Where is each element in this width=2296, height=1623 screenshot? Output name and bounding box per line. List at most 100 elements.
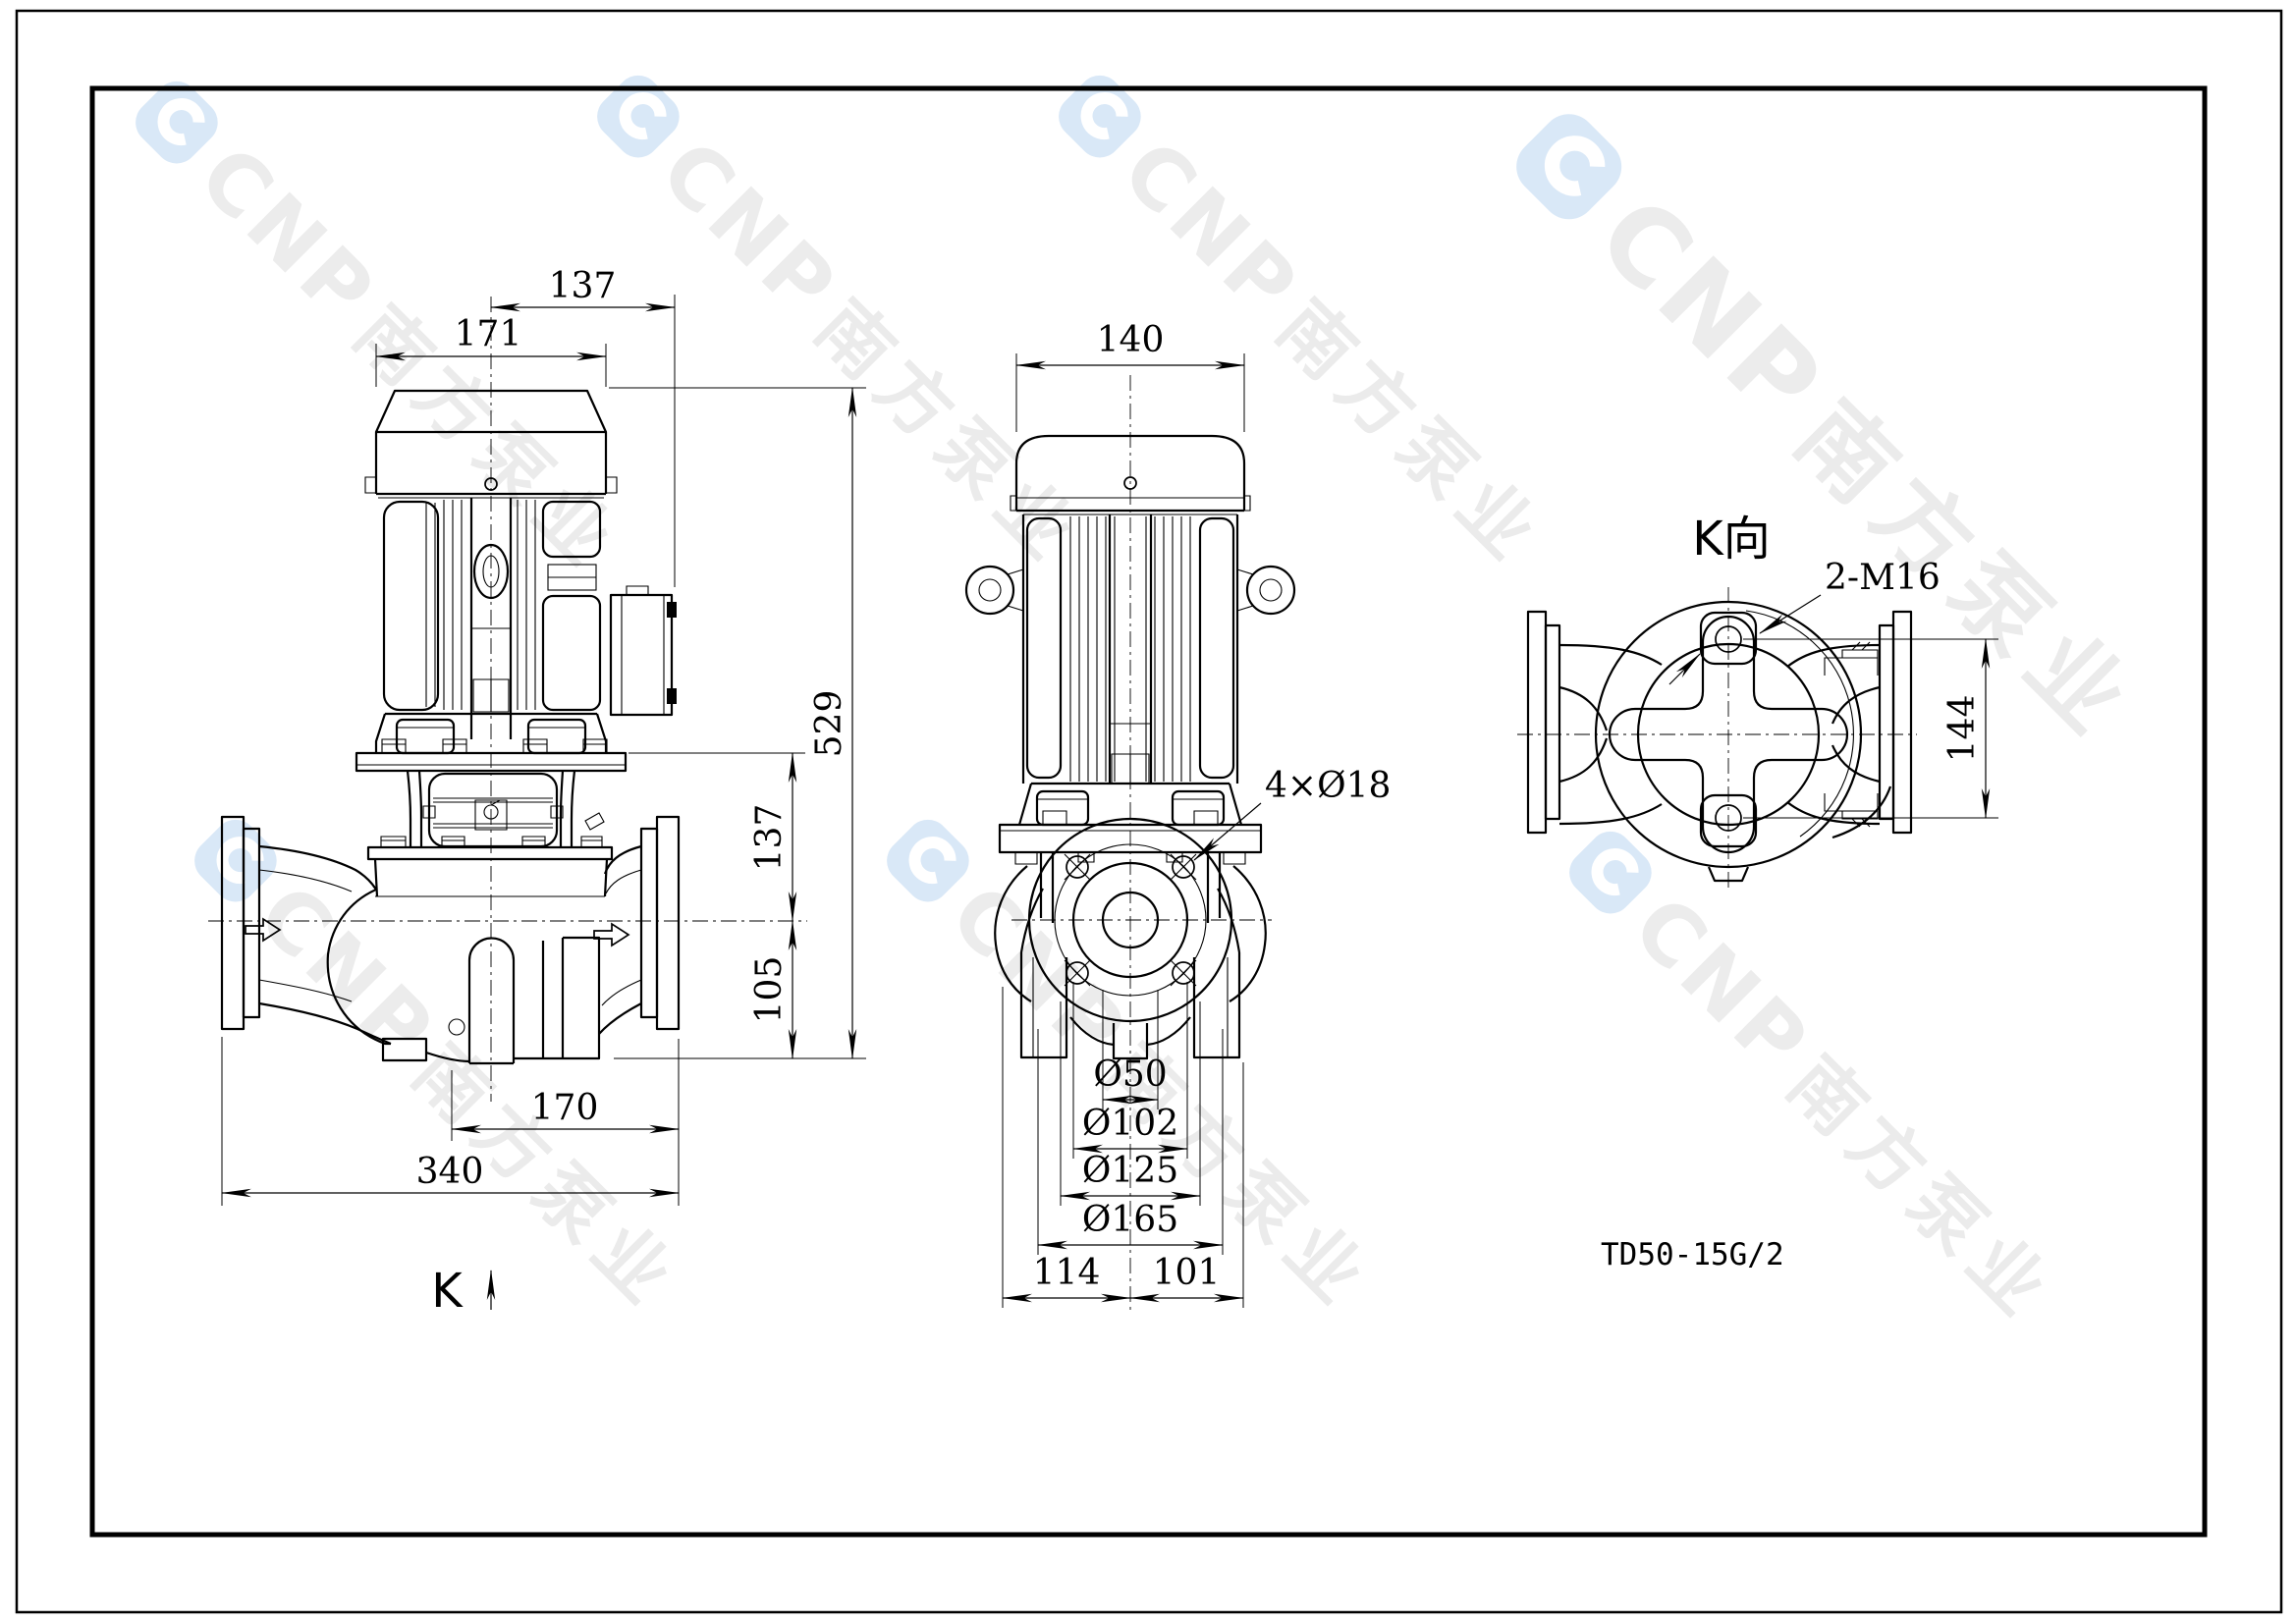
support-ribs: [467, 936, 601, 1065]
outer-border: [15, 9, 2283, 1614]
drain-plug: [448, 1018, 465, 1036]
label-tapped-holes: 2-M16: [1825, 558, 1941, 598]
m16-leader: [1668, 653, 1701, 685]
bolt-circle: [1054, 843, 1207, 997]
raised-face-circle: [1071, 861, 1189, 979]
k-view-title: K向: [1692, 512, 1770, 567]
tapped-boss: [1699, 793, 1758, 848]
lantern-legs: [1039, 852, 1222, 923]
flow-arrow-out-icon: [593, 922, 630, 947]
bolt-holes-leader: [1193, 802, 1262, 861]
svg-text:CNP: CNP: [1574, 175, 1849, 450]
flow-arrow-in-icon: [245, 917, 282, 943]
cover-screw: [1123, 476, 1137, 490]
cnp-logo-icon: [136, 81, 218, 164]
svg-text:CNP: CNP: [1104, 122, 1319, 337]
side-view: 137 171 529 137 105 170 340 K: [208, 266, 866, 1319]
dim-flange-to-centerline: 137: [749, 804, 790, 872]
bore-circle: [1101, 891, 1160, 949]
casing-inner-circle: [1636, 642, 1821, 827]
svg-text:南方泵业: 南方泵业: [1261, 285, 1559, 583]
dim-centerline-to-base: 105: [749, 956, 790, 1024]
cnp-logo-icon: [597, 75, 680, 158]
cover-screw: [484, 477, 498, 491]
suction-pipe: [1558, 643, 1663, 826]
lifting-eye: [1245, 565, 1296, 616]
casing-lugs: [1824, 641, 1879, 828]
extension-lines: [221, 295, 866, 1206]
motor-end-panel: [382, 500, 440, 712]
bolt-hole: [1172, 855, 1195, 879]
k-direction-label: K: [431, 1264, 464, 1319]
motor-bracket: [374, 713, 608, 753]
cross-ribs: [1608, 615, 1849, 854]
lifting-eye: [964, 565, 1015, 616]
svg-text:南方泵业: 南方泵业: [799, 285, 1098, 583]
lifting-eye: [472, 543, 510, 600]
dim-motor-width: 171: [455, 314, 522, 354]
cnp-logo-icon: [1059, 75, 1141, 158]
watermark: CNP 南方泵业: [1516, 114, 2158, 764]
dim-total-height: 529: [809, 690, 849, 758]
suction-pipe: [258, 844, 392, 1046]
centerlines: [1517, 587, 1917, 889]
motor-fins: [1069, 516, 1191, 782]
lantern-legs: [406, 770, 576, 847]
label-bolt-holes: 4×Ø18: [1265, 766, 1391, 806]
dim-hole-spacing: 144: [1942, 695, 1983, 763]
bolt-hole: [1066, 855, 1089, 879]
svg-text:南方泵业: 南方泵业: [1772, 1041, 2070, 1339]
flange-od-circle: [1027, 817, 1233, 1023]
dim-fan-cover-width: 140: [1097, 320, 1165, 360]
seal-housing: [427, 772, 559, 848]
extension-lines: [1743, 638, 1998, 819]
casing-outer-circle: [1594, 600, 1863, 869]
m16-leader: [1758, 594, 1822, 634]
discharge-flange: [655, 815, 681, 1031]
terminal-box-hinge: [667, 688, 677, 704]
cnp-logo-icon: [1569, 831, 1652, 914]
extension-lines: [1002, 353, 1245, 1308]
dim-bore: Ø50: [1093, 1055, 1167, 1095]
suction-flange: [1526, 610, 1548, 835]
fan-cover: [1014, 434, 1246, 513]
dim-flange-od: Ø165: [1082, 1200, 1178, 1240]
discharge-pipe: [598, 844, 642, 1035]
volute-top-flange: [366, 845, 614, 861]
terminal-box: [609, 593, 674, 717]
cnp-logo-icon: [1516, 114, 1622, 220]
tapped-boss: [1699, 611, 1758, 666]
front-view: 140 Ø50 Ø102 Ø125 Ø165 114 101 4×Ø18: [964, 320, 1391, 1311]
hole-center-marks: [1064, 853, 1197, 987]
watermark-layer: CNP 南方泵业 CNP 南方泵业 CNP 南方泵业 CNP 南方泵业 CNP …: [136, 75, 2158, 1339]
svg-text:CNP: CNP: [240, 866, 455, 1081]
shaft-column: [385, 498, 597, 716]
dim-base-right: 101: [1153, 1253, 1221, 1293]
cnp-logo-icon: [194, 819, 277, 902]
motor-fins: [425, 500, 596, 710]
terminal-box-hinge: [667, 602, 677, 618]
dim-centerline-to-outlet: 170: [531, 1088, 599, 1128]
fan-cover: [374, 389, 608, 496]
discharge-flange: [1891, 610, 1913, 835]
svg-text:CNP: CNP: [1614, 878, 1830, 1093]
dim-base-left: 114: [1033, 1253, 1101, 1293]
m16-hole: [1715, 804, 1742, 832]
k-view: K向 2-M16 144: [1517, 512, 1998, 889]
watermark: CNP 南方泵业: [597, 75, 1098, 583]
cnp-logo-icon: [887, 819, 969, 902]
mounting-flange: [998, 823, 1263, 854]
dim-fan-to-terminal-box: 137: [549, 266, 617, 306]
dim-overall-length: 340: [416, 1152, 484, 1192]
bolt-hole: [1172, 961, 1195, 985]
volute-outline: [994, 865, 1267, 1060]
mounting-flange: [355, 751, 628, 773]
model-number: TD50-15G/2: [1601, 1237, 1784, 1272]
m16-hole: [1715, 625, 1742, 653]
dim-raised-face: Ø102: [1082, 1104, 1178, 1144]
dim-bolt-circle: Ø125: [1082, 1151, 1178, 1191]
watermark: CNP 南方泵业: [136, 81, 636, 589]
watermark-brand: CNP: [181, 128, 396, 343]
